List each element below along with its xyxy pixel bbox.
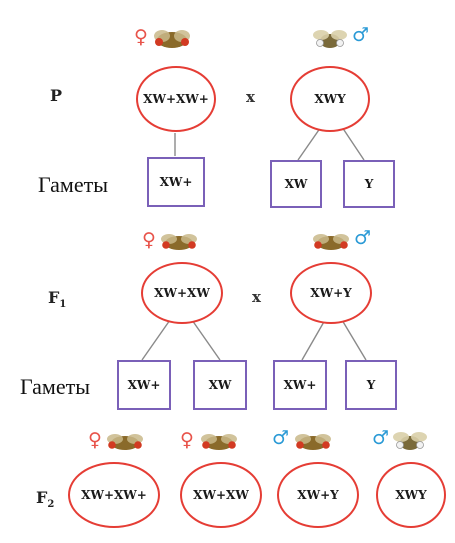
connector (191, 319, 221, 361)
fly-red-eye-icon (201, 434, 237, 450)
connector (141, 319, 171, 361)
fly-red-eye-icon (161, 234, 197, 250)
fly-red-eye-icon (154, 30, 190, 48)
female-symbol-icon: ♀ (142, 229, 156, 251)
genotype-label: XW+Y (297, 488, 339, 502)
genotype-circle-f1-male: XW+Y (290, 262, 372, 324)
fly-red-eye-icon (295, 434, 331, 450)
male-symbol-icon: ♂ (272, 427, 290, 449)
genotype-label: XWY (395, 488, 427, 502)
generation-label-f1: F1 (48, 288, 67, 311)
gamete-box-f1-female-1: XW+ (117, 360, 171, 410)
gamete-label: XW+ (283, 378, 317, 392)
genotype-circle-f2: XW+XW+ (68, 462, 160, 528)
genotype-circle-f2: XW+XW (180, 462, 262, 528)
fly-red-eye-icon (107, 434, 143, 450)
gamete-box-f1-male-1: XW+ (273, 360, 327, 410)
fly-white-eye-icon (393, 432, 427, 450)
gamete-box-p-female: XW+ (147, 157, 205, 207)
genotype-label: XW+XW+ (81, 488, 147, 502)
genotype-circle-f2: XWY (376, 462, 446, 528)
connector (341, 319, 367, 361)
connector (301, 319, 326, 361)
genotype-circle-f2: XW+Y (277, 462, 359, 528)
genotype-label: XW+XW (154, 286, 210, 300)
gamete-box-p-male-y: Y (343, 160, 395, 208)
genotype-label: XW+XW+ (143, 92, 209, 106)
cross-symbol: x (246, 88, 255, 106)
gamete-label: XW (284, 177, 308, 191)
male-symbol-icon: ♂ (352, 24, 370, 46)
gamete-label: XW+ (159, 175, 193, 189)
connector (339, 123, 365, 161)
gamete-label: XW (208, 378, 232, 392)
genotype-circle-p-male: XWY (290, 66, 370, 132)
gamete-label: Y (364, 177, 374, 191)
female-symbol-icon: ♀ (134, 26, 148, 48)
male-symbol-icon: ♂ (372, 427, 390, 449)
male-symbol-icon: ♂ (354, 227, 372, 249)
generation-label-f2: F2 (36, 488, 55, 511)
cross-symbol: x (252, 288, 261, 306)
fly-red-eye-icon (313, 234, 349, 250)
gamete-box-f1-female-2: XW (193, 360, 247, 410)
genotype-circle-f1-female: XW+XW (141, 262, 223, 324)
genotype-label: XWY (314, 92, 346, 106)
gametes-label: Гаметы (38, 172, 109, 197)
gamete-box-p-male-x: XW (270, 160, 322, 208)
genotype-label: XW+XW (193, 488, 249, 502)
gamete-label: Y (366, 378, 376, 392)
gamete-label: XW+ (127, 378, 161, 392)
female-symbol-icon: ♀ (88, 429, 102, 451)
genotype-label: XW+Y (310, 286, 352, 300)
gametes-label: Гаметы (20, 374, 91, 399)
generation-label-p: P (50, 86, 63, 105)
female-symbol-icon: ♀ (180, 429, 194, 451)
genotype-circle-p-female: XW+XW+ (136, 66, 216, 132)
gamete-box-f1-male-2: Y (345, 360, 397, 410)
fly-white-eye-icon (313, 30, 347, 48)
